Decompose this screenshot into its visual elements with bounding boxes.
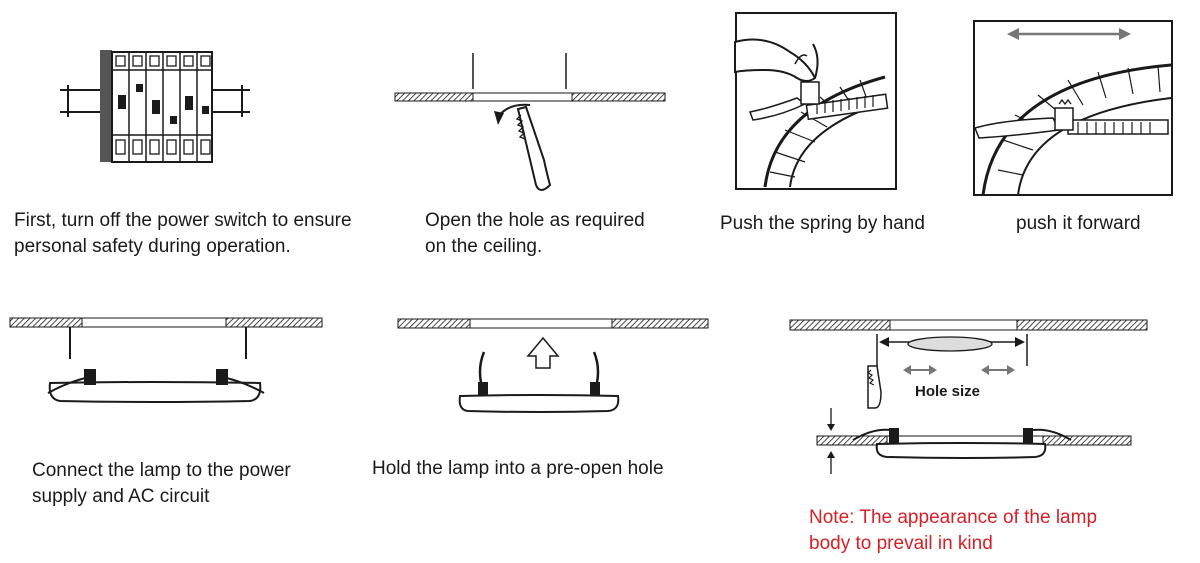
step-4-caption-line-1: push it forward — [1016, 213, 1141, 234]
hole-size-illustration: Hole size — [789, 319, 1148, 474]
breaker-switch-illustration — [60, 50, 250, 163]
step-3-caption: Push the spring by hand — [720, 211, 925, 237]
step-1-caption-line-2: personal safety during operation. — [14, 236, 291, 257]
push-spring-illustration — [734, 12, 897, 190]
step-2-caption: Open the hole as required on the ceiling… — [425, 208, 645, 260]
step-1-caption: First, turn off the power switch to ensu… — [14, 208, 352, 260]
appearance-note-line-2: body to prevail in kind — [809, 533, 993, 554]
step-5-caption-line-2: supply and AC circuit — [32, 486, 210, 507]
step-2-caption-line-1: Open the hole as required — [425, 210, 645, 231]
step-6-caption-line-1: Hold the lamp into a pre-open hole — [372, 458, 664, 479]
hole-size-label: Hole size — [915, 383, 980, 400]
step-1-caption-line-1: First, turn off the power switch to ensu… — [14, 210, 352, 231]
step-6-caption: Hold the lamp into a pre-open hole — [372, 456, 664, 482]
appearance-note-line-1: Note: The appearance of the lamp — [809, 507, 1098, 528]
push-forward-illustration — [973, 20, 1173, 196]
connect-lamp-illustration — [9, 317, 323, 403]
step-4-caption: push it forward — [1016, 211, 1141, 237]
step-5-caption-line-1: Connect the lamp to the power — [32, 460, 291, 481]
appearance-note: Note: The appearance of the lamp body to… — [809, 505, 1097, 557]
hole-saw-illustration — [394, 53, 666, 191]
insert-lamp-illustration — [397, 318, 709, 413]
step-5-caption: Connect the lamp to the power supply and… — [32, 458, 291, 510]
step-2-caption-line-2: on the ceiling. — [425, 236, 543, 257]
step-3-caption-line-1: Push the spring by hand — [720, 213, 925, 234]
